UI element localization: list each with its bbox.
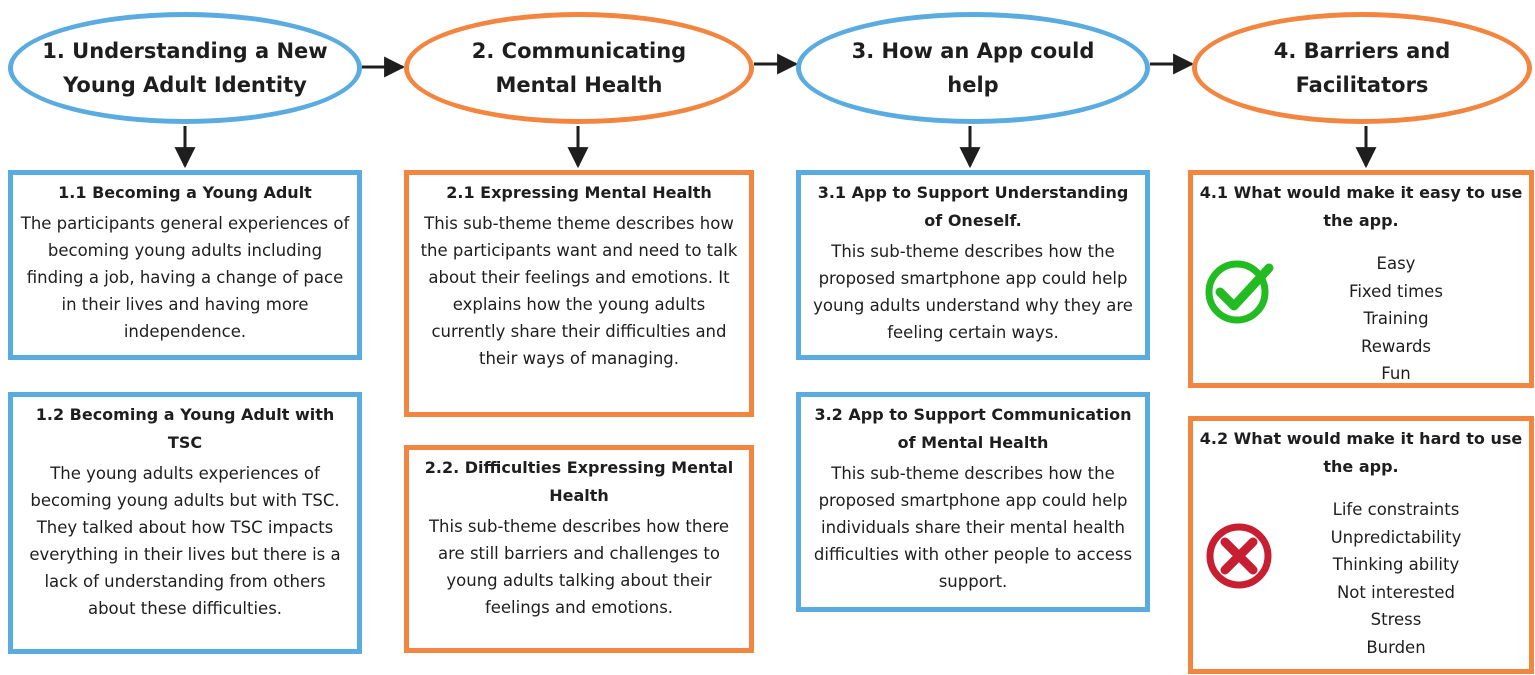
theme-2-title: 2. Communicating Mental Health [471, 39, 687, 97]
theme-3-title: 3. How an App could help [851, 39, 1095, 97]
subtheme-3-1-title: 3.1 App to Support Understanding of Ones… [817, 183, 1129, 230]
list-item: Unpredictability [1330, 527, 1462, 547]
subtheme-2-2-title: 2.2. Difficulties Expressing Mental Heal… [424, 458, 734, 505]
subtheme-1-2-title: 1.2 Becoming a Young Adult with TSC [35, 405, 335, 452]
subtheme-1-2-body: The young adults experiences of becoming… [29, 464, 341, 618]
theme-1-title: 1. Understanding a New Young Adult Ident… [42, 39, 328, 97]
green-check-circle-icon [1205, 260, 1274, 324]
subtheme-4-1-box: 4.1 What would make it easy to use the a… [1188, 170, 1534, 388]
list-item: Easy [1376, 254, 1416, 273]
theme-4-ellipse: 4. Barriers and Facilitators [1192, 12, 1532, 124]
subtheme-3-2-title: 3.2 App to Support Communication of Ment… [814, 405, 1132, 452]
list-item: Stress [1370, 610, 1422, 629]
theme-3-ellipse: 3. How an App could help [796, 12, 1150, 124]
theme-1-ellipse: 1. Understanding a New Young Adult Ident… [8, 12, 362, 124]
subtheme-2-1-body: This sub-theme theme describes how the p… [420, 214, 738, 368]
subtheme-4-1-title: 4.1 What would make it easy to use the a… [1199, 183, 1523, 230]
list-item: Rewards [1360, 336, 1432, 356]
list-item: Fun [1381, 364, 1411, 383]
list-item: Thinking ability [1332, 555, 1460, 574]
list-item: Training [1363, 309, 1429, 328]
subtheme-2-1-title: 2.1 Expressing Mental Health [446, 183, 712, 202]
subtheme-1-2-box: 1.2 Becoming a Young Adult with TSC The … [8, 392, 362, 654]
subtheme-2-1-box: 2.1 Expressing Mental Health This sub-th… [404, 170, 754, 417]
list-item: Fixed times [1349, 281, 1443, 301]
list-item: Not interested [1336, 582, 1456, 602]
subtheme-2-2-body: This sub-theme describes how there are s… [428, 517, 730, 617]
hard-factors-list: Life constraints Unpredictability Thinki… [1263, 496, 1529, 661]
subtheme-1-1-box: 1.1 Becoming a Young Adult The participa… [8, 170, 362, 360]
easy-factors-list: Easy Fixed times Training Rewards Fun [1263, 250, 1529, 388]
subtheme-4-2-box: 4.2 What would make it hard to use the a… [1188, 416, 1534, 674]
subtheme-1-1-body: The participants general experiences of … [20, 214, 350, 341]
subtheme-3-2-box: 3.2 App to Support Communication of Ment… [796, 392, 1150, 612]
subtheme-3-1-body: This sub-theme describes how the propose… [813, 242, 1133, 342]
theme-4-title: 4. Barriers and Facilitators [1273, 39, 1451, 97]
subtheme-2-2-box: 2.2. Difficulties Expressing Mental Heal… [404, 445, 754, 653]
list-item: Burden [1366, 637, 1426, 657]
theme-2-ellipse: 2. Communicating Mental Health [404, 12, 754, 124]
red-x-circle-icon [1206, 523, 1272, 589]
subtheme-3-1-box: 3.1 App to Support Understanding of Ones… [796, 170, 1150, 360]
subtheme-4-2-title: 4.2 What would make it hard to use the a… [1199, 429, 1523, 476]
subtheme-1-1-title: 1.1 Becoming a Young Adult [58, 183, 312, 202]
list-item: Life constraints [1332, 500, 1460, 519]
subtheme-3-2-body: This sub-theme describes how the propose… [813, 464, 1133, 591]
